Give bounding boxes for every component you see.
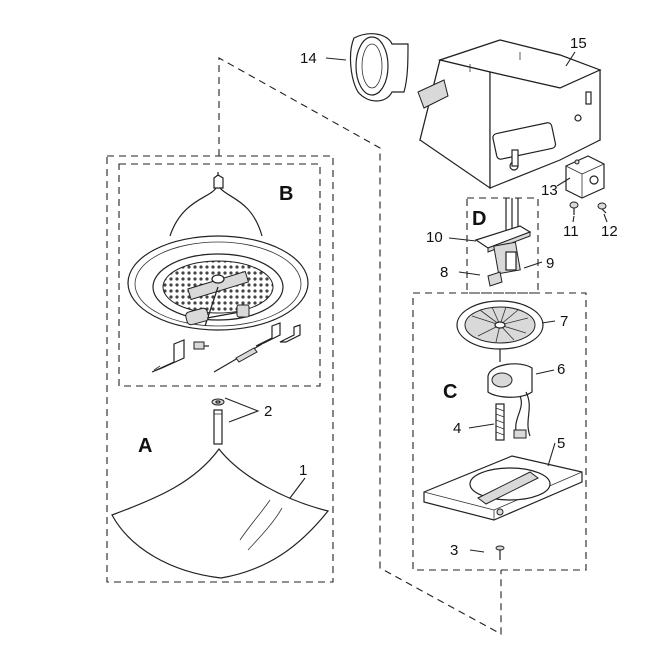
blower-wheel <box>456 300 544 362</box>
leader-lines <box>224 51 608 553</box>
fan-housing <box>417 39 602 190</box>
mounting-brackets-b <box>151 322 301 373</box>
section-label-b: B <box>279 183 293 205</box>
part-label-3: 3 <box>450 542 458 559</box>
duct-connector <box>349 33 409 102</box>
section-label-a: A <box>138 435 152 457</box>
part-label-7: 7 <box>560 313 568 330</box>
screw-12 <box>597 202 607 214</box>
part-label-8: 8 <box>440 264 448 281</box>
wiring-box <box>565 155 605 199</box>
section-label-c: C <box>443 381 457 403</box>
part-label-10: 10 <box>426 229 443 246</box>
part-label-5: 5 <box>557 435 565 452</box>
light-power-cord <box>169 172 263 237</box>
section-label-d: D <box>472 208 486 230</box>
part-label-13: 13 <box>541 182 558 199</box>
motor <box>487 363 533 439</box>
spring <box>495 403 505 441</box>
section-b-frame <box>118 163 321 387</box>
part-label-6: 6 <box>557 361 565 378</box>
section-a-frame <box>106 155 334 583</box>
part-label-12: 12 <box>601 223 618 240</box>
part-label-4: 4 <box>453 420 461 437</box>
part-label-9: 9 <box>546 255 554 272</box>
screw-3 <box>495 545 505 560</box>
assembly-path-line <box>218 57 502 635</box>
part-label-1: 1 <box>299 462 307 479</box>
threaded-rod-and-washer <box>211 398 225 445</box>
part-label-11: 11 <box>563 223 579 240</box>
motor-plate-assembly <box>474 198 532 287</box>
screw-11 <box>569 201 579 215</box>
lens-cover <box>111 448 330 579</box>
light-trim-ring-assembly <box>127 235 309 331</box>
part-label-14: 14 <box>300 50 317 67</box>
mounting-plate <box>423 455 583 521</box>
part-label-15: 15 <box>570 35 587 52</box>
part-label-2: 2 <box>264 403 272 420</box>
